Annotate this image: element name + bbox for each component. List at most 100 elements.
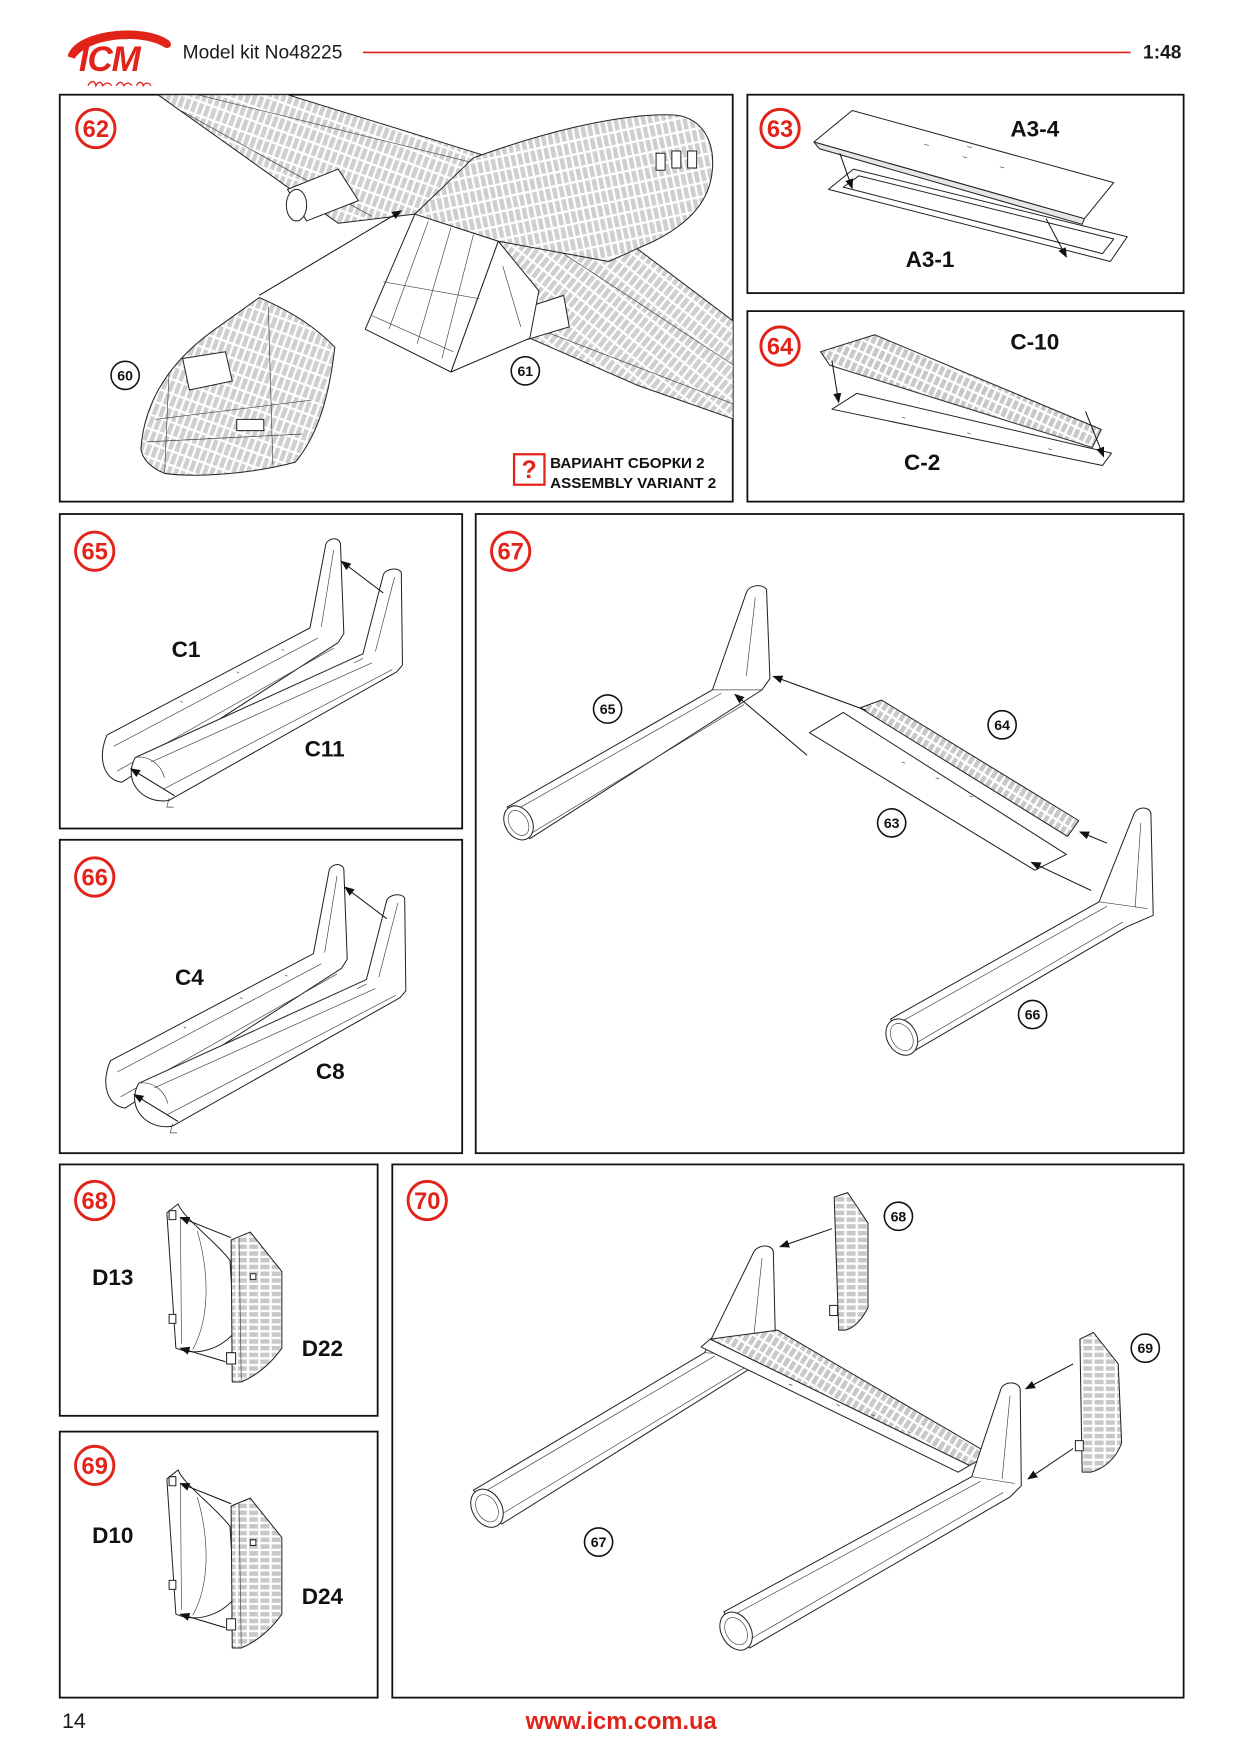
ref-badge [583,1527,614,1557]
step-number-badge [759,107,801,150]
step-number: 62 [83,117,109,143]
step-number: 64 [767,335,794,361]
panel-frame [474,513,1185,1155]
panel-frame [58,93,734,503]
part-c-2 [831,392,1112,467]
ref-number: 68 [891,1208,907,1224]
model-kit-number: Model kit No48225 [183,43,343,64]
step-69-panel: 69 D10 D24 [58,1430,379,1699]
step-number-badge [406,1179,448,1222]
part-label: C-2 [904,450,940,475]
website-url: www.icm.com.ua [525,1709,718,1735]
ref-number: 69 [1137,1340,1153,1356]
step-66-panel: 66 C4 C8 [58,838,464,1155]
step-number: 68 [82,1189,108,1215]
ref-number: 61 [517,363,533,379]
step-number-badge [74,530,116,572]
step-70-panel: 70 68 69 67 [391,1163,1185,1699]
step-number-badge [74,1444,116,1487]
tail-final-assembly-drawing [470,1192,1123,1651]
icm-logo: ICM [67,30,171,88]
ref-number: 60 [117,367,133,383]
header: ICM Model kit No48225 1:48 [67,30,1182,88]
logo-swoosh [67,30,171,59]
step-number-badge [759,325,801,367]
question-mark-icon [512,453,546,486]
step-65-panel: 65 C1 C11 [58,513,464,830]
step-number: 70 [414,1189,440,1215]
part-label: A3-1 [906,247,955,272]
step-67-panel: 67 65 64 63 66 [474,513,1185,1155]
panel-frame [58,838,464,1155]
page-number: 14 [62,1709,86,1733]
ref-number: 64 [994,717,1010,733]
flap-drawing [813,109,1128,263]
model-scale: 1:48 [1143,43,1182,64]
tail-assembly-drawing [503,585,1154,1056]
step-68-panel: 68 D13 D22 [58,1163,379,1417]
ref-number: 65 [600,701,616,717]
part-label: C-10 [1010,329,1059,354]
rudder-68 [833,1192,869,1331]
right-tail-boom [723,1382,1022,1649]
nose-section [140,297,336,476]
step-number-badge [75,107,117,150]
step-number: 67 [497,540,523,566]
part-label: C1 [172,637,201,662]
ref-number: 66 [1025,1007,1041,1023]
tailplane [700,1338,970,1473]
logo-text: ICM [79,40,142,79]
assembly-arrow [259,210,403,296]
part-label: A3-4 [1010,116,1059,141]
right-tail-boom [890,807,1154,1054]
panel-frame [746,310,1185,503]
boom-half-right [130,568,403,802]
ref-badge [876,808,907,838]
ref-badge [883,1201,914,1232]
part-label: C11 [305,736,345,761]
logo-tagline-script [87,80,152,88]
elevator-drawing [820,334,1112,467]
footer: 14 www.icm.com.ua [62,1709,717,1735]
panel-frame [58,1430,379,1699]
step-number-badge [74,856,116,898]
rudder-69 [1079,1331,1123,1473]
ref-badge [110,360,141,391]
part-label: D10 [92,1523,133,1548]
ref-badge [1017,999,1048,1030]
variant-note-en: ASSEMBLY VARIANT 2 [550,475,716,492]
ref-badge [987,709,1018,740]
question-mark-glyph: ? [522,457,537,484]
elevator [859,699,1080,837]
tailplane [808,711,1067,871]
tail-boom-halves-drawing [101,538,403,808]
step-63-panel: 63 A3-4 A3-1 [746,93,1185,294]
left-tail-boom [472,1245,777,1525]
ref-number: 67 [591,1534,607,1550]
rudder-halves-drawing [167,1470,282,1648]
variant-note-ru: ВАРИАНТ СБОРКИ 2 [550,455,705,472]
left-tail-boom [506,585,771,840]
step-number: 65 [82,540,108,566]
part-label: C8 [316,1059,345,1084]
center-section-drawing [140,94,733,476]
panel-frame [58,1163,379,1417]
boom-half-left [101,538,345,783]
elevator [709,1329,991,1466]
part-label: D24 [302,1584,344,1609]
step-64-panel: 64 C-10 C-2 [746,310,1185,503]
ref-number: 63 [884,815,900,831]
rudder-halves-drawing [166,1203,283,1383]
part-label: D22 [302,1336,343,1361]
ref-badge [510,355,541,386]
cockpit-frame [182,351,233,391]
step-number: 63 [767,117,793,143]
step-62-panel: 62 60 61 ? ВАРИАНТ СБОРКИ 2 ASSEMBLY VAR… [58,93,734,503]
tail-boom-halves-drawing [106,865,406,1133]
step-number: 69 [82,1454,108,1480]
fuselage-center-top [414,114,714,263]
panel-frame [746,93,1185,294]
rudder [230,1231,283,1383]
